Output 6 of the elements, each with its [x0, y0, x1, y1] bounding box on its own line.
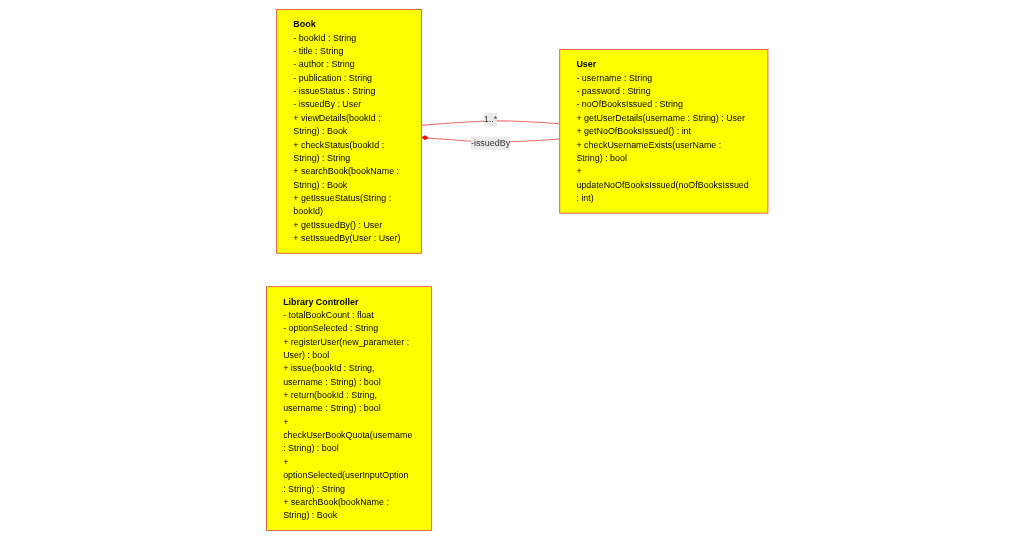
node-box: Book - bookId : String - title : String - author : String - publication : String - issueStatus : String - issuedBy : User + viewDetails(bookId : String) : Book + checkStatus(bookId : String) : String + searchBook(bookName : String) : Book + getIssueStatus(String : bookId) + getIssuedBy() : User + setIssuedBy(User : User): [276, 8, 422, 254]
edge-label: 1..*: [483, 114, 498, 124]
connector: [420, 119, 561, 126]
edge-label: -issuedBy: [470, 137, 510, 148]
node-box: Library Controller - totalBookCount : float - optionSelected : String + registerUser(new_parameter : User) : bool + issue(bookId : String, username : String) : bool + return(bookId : String, username : String) : bool + checkUserBookQuota(username : String) : bool + optionSelected(userInputOption : String) : String + searchBook(bookName : String) : Book: [265, 285, 432, 531]
node-box: User - username : String - password : String - noOfBooksIssued : String + getUserDetails(username : String) : User + getNoOfBooksIssued() : int + checkUsernameExists(userName : String) : bool + updateNoOfBooksIssued(noOfBooksIssued : int): [559, 48, 769, 214]
